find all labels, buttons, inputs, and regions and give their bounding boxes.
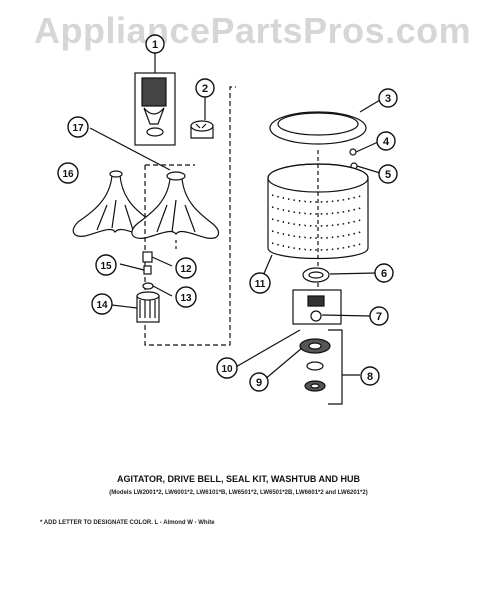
callout-1: 1 [145, 34, 165, 54]
callout-3: 3 [378, 88, 398, 108]
svg-text:17: 17 [72, 123, 84, 134]
svg-text:6: 6 [381, 268, 387, 280]
svg-text:8: 8 [367, 371, 373, 383]
svg-text:16: 16 [62, 169, 74, 180]
part-15-clip [119, 263, 152, 275]
svg-text:15: 15 [100, 261, 112, 272]
svg-text:2: 2 [202, 83, 208, 95]
svg-text:1: 1 [152, 39, 158, 51]
part-17-agitator [89, 127, 220, 239]
callout-17: 17 [67, 116, 89, 138]
callout-13: 13 [175, 286, 197, 308]
svg-text:14: 14 [96, 300, 108, 311]
callout-14: 14 [91, 293, 113, 315]
callout-15: 15 [95, 254, 117, 276]
diagram-title: AGITATOR, DRIVE BELL, SEAL KIT, WASHTUB … [116, 474, 360, 484]
callout-4: 4 [376, 131, 396, 151]
callout-16: 16 [57, 162, 79, 184]
part-14-drive-block [111, 291, 160, 323]
part-8-seal-kit [299, 329, 360, 405]
part-1-filter [134, 51, 176, 146]
part-4-screw [349, 141, 379, 156]
callout-2: 2 [195, 78, 215, 98]
svg-text:7: 7 [376, 311, 382, 323]
svg-text:11: 11 [255, 279, 266, 290]
callout-6: 6 [374, 263, 394, 283]
callout-11: 11 [249, 272, 271, 294]
svg-text:4: 4 [383, 136, 390, 148]
svg-text:12: 12 [180, 264, 192, 275]
svg-text:13: 13 [180, 293, 192, 304]
part-13-washer [142, 282, 173, 297]
callout-9: 9 [249, 372, 269, 392]
models-list: (Models LW2001*2, LW6001*2, LW6101*B, LW… [109, 490, 368, 496]
callout-12: 12 [175, 257, 197, 279]
part-12-screw [142, 251, 173, 267]
watermark: AppliancePartsPros.com [34, 10, 472, 51]
color-note: * ADD LETTER TO DESIGNATE COLOR. L - Alm… [40, 520, 215, 526]
part-7-hub [292, 289, 372, 325]
callout-7: 7 [369, 306, 389, 326]
callout-5: 5 [378, 164, 398, 184]
svg-text:10: 10 [221, 364, 233, 375]
part-2-cap [190, 95, 214, 139]
part-3-balance-ring [269, 99, 381, 145]
svg-text:5: 5 [385, 169, 391, 181]
part-6-gasket [302, 267, 377, 283]
part-11-washtub [261, 150, 369, 300]
callout-10: 10 [216, 357, 238, 379]
callout-8: 8 [360, 366, 380, 386]
svg-text:3: 3 [385, 93, 391, 105]
svg-text:9: 9 [256, 377, 262, 389]
